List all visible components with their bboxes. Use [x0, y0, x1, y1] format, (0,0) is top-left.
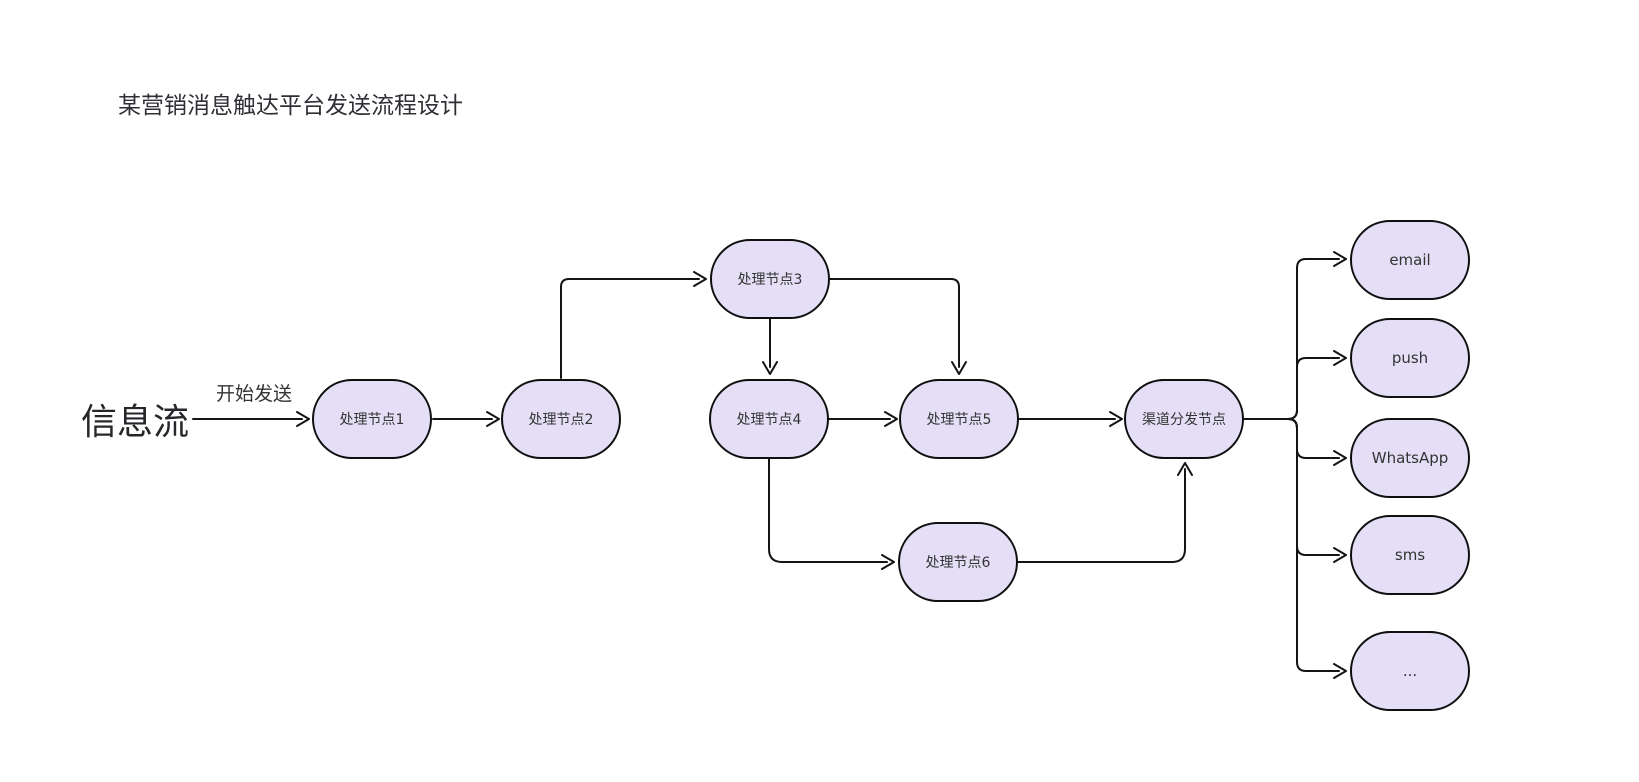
- node-label: email: [1389, 251, 1431, 269]
- node-label: 处理节点1: [339, 412, 405, 428]
- node-label: 渠道分发节点: [1142, 412, 1226, 428]
- edge-label-start: 开始发送: [215, 383, 292, 405]
- source-label: 信息流: [80, 402, 189, 443]
- edge-n5-dispatch: [1018, 411, 1123, 427]
- edge-dispatch-more: [1243, 418, 1347, 679]
- edge-dispatch-sms: [1243, 418, 1347, 563]
- node-channel-sms: sms: [1350, 515, 1470, 595]
- edge-dispatch-email: [1243, 251, 1347, 420]
- node-process-2: 处理节点2: [501, 379, 621, 459]
- diagram-title: 某营销消息触达平台发送流程设计: [118, 93, 463, 119]
- edge-n1-n2: [432, 411, 500, 427]
- node-label: 处理节点4: [736, 412, 802, 428]
- node-label: ...: [1402, 662, 1418, 680]
- node-process-5: 处理节点5: [899, 379, 1019, 459]
- node-channel-dispatch: 渠道分发节点: [1124, 379, 1244, 459]
- edge-n2-n3: [560, 271, 707, 379]
- node-label: sms: [1394, 546, 1426, 564]
- node-channel-email: email: [1350, 220, 1470, 300]
- node-process-6: 处理节点6: [898, 522, 1018, 602]
- node-label: 处理节点5: [926, 412, 992, 428]
- node-process-1: 处理节点1: [312, 379, 432, 459]
- node-label: WhatsApp: [1371, 449, 1449, 467]
- edge-dispatch-whatsapp: [1243, 418, 1347, 466]
- node-channel-more: ...: [1350, 631, 1470, 711]
- edge-n4-n6: [768, 458, 895, 570]
- node-channel-whatsapp: WhatsApp: [1350, 418, 1470, 498]
- node-channel-push: push: [1350, 318, 1470, 398]
- node-label: 处理节点6: [925, 555, 991, 571]
- edge-n6-dispatch: [1017, 462, 1193, 563]
- edge-n4-n5: [828, 411, 898, 427]
- node-process-3: 处理节点3: [710, 239, 830, 319]
- edge-dispatch-push: [1243, 350, 1347, 420]
- node-label: push: [1391, 349, 1429, 367]
- edge-source-n1: [192, 411, 310, 427]
- edge-n3-n4: [762, 318, 778, 375]
- edge-n3-n5: [829, 278, 967, 375]
- node-process-4: 处理节点4: [709, 379, 829, 459]
- node-label: 处理节点3: [737, 272, 803, 288]
- node-label: 处理节点2: [528, 412, 594, 428]
